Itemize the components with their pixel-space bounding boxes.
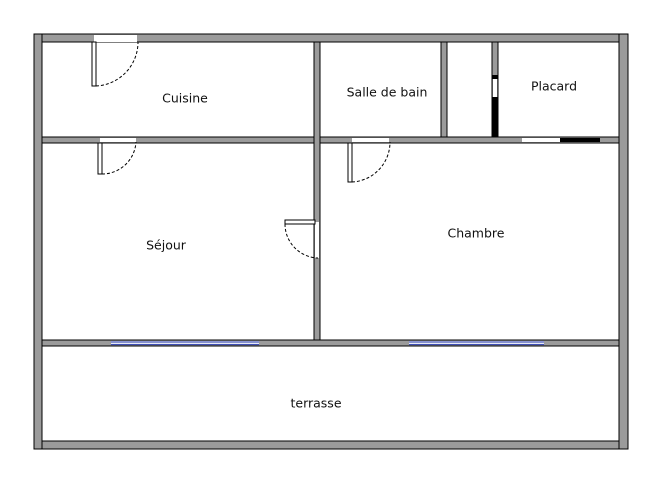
label-chambre: Chambre — [448, 226, 505, 241]
wall-kitchen-bath — [313, 41, 321, 342]
windows — [111, 341, 544, 346]
label-placard: Placard — [531, 79, 577, 94]
openings — [94, 35, 560, 258]
door-storage-divider — [492, 97, 498, 137]
wall-bath-bedroom — [319, 136, 620, 144]
wall-kitchen-living — [41, 136, 317, 144]
outer-wall-left — [33, 33, 43, 450]
wall-bath-storage — [440, 41, 448, 138]
label-terrasse: terrasse — [290, 396, 341, 411]
label-salle-de-bain: Salle de bain — [347, 85, 428, 100]
door-kitchen-entry — [91, 41, 97, 87]
door-storage-divider-top — [492, 75, 498, 79]
door-swing-kitchen-living — [101, 141, 137, 175]
opening-kitchen-entry — [94, 35, 137, 42]
door-swing-kitchen-entry — [95, 41, 139, 87]
outer-wall-bottom — [33, 440, 629, 450]
wall-terrace — [41, 339, 620, 347]
label-sejour: Séjour — [146, 238, 187, 253]
opening-storage-divider — [493, 75, 497, 97]
opening-storage-bedroom — [522, 138, 560, 142]
room-labels: Cuisine Salle de bain Placard Séjour Cha… — [146, 79, 577, 411]
door-living-bedroom — [284, 219, 316, 225]
opening-living-bedroom — [315, 222, 319, 258]
opening-bath-bedroom — [352, 138, 389, 142]
label-cuisine: Cuisine — [162, 91, 208, 106]
opening-kitchen-living — [100, 138, 136, 142]
door-storage-sliding — [560, 138, 600, 142]
outer-wall-right — [618, 33, 629, 450]
window-bedroom — [409, 341, 544, 345]
doors — [91, 41, 600, 259]
door-kitchen-living — [97, 142, 103, 175]
outer-walls — [33, 33, 629, 450]
door-swing-living-bedroom — [284, 223, 319, 259]
door-bath-bedroom — [347, 142, 353, 183]
door-swing-bath-bedroom — [351, 141, 391, 183]
window-living — [111, 341, 259, 345]
